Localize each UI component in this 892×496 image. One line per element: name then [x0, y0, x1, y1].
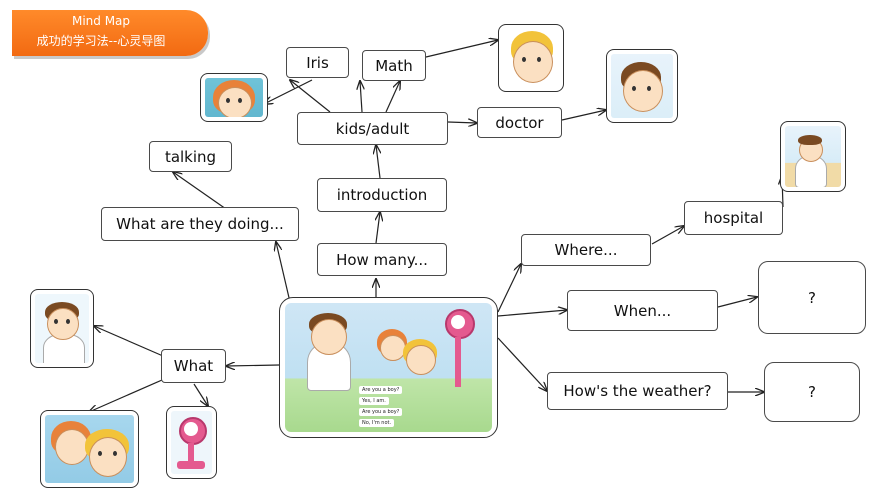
arrow-kids-iris — [290, 80, 331, 113]
title-banner: Mind Map 成功的学习法--心灵导图 — [12, 10, 208, 56]
node-introduction[interactable]: introduction — [317, 178, 447, 212]
banner-subtitle: 成功的学习法--心灵导图 — [36, 34, 166, 48]
node-iris[interactable]: Iris — [286, 47, 349, 78]
node-what[interactable]: What — [161, 349, 226, 383]
arrow-center-weather — [497, 337, 547, 391]
arrow-center-whatdoing — [276, 242, 291, 303]
arrow-math-blondboy — [425, 40, 498, 58]
banner-title: Mind Map — [71, 14, 131, 28]
dialogue-line-4: No, I'm not. — [359, 419, 395, 427]
dark-boy-portrait-image — [606, 49, 678, 123]
doctor-scene-image — [780, 121, 846, 192]
arrow-center-when — [497, 310, 567, 317]
node-question-when[interactable]: ? — [758, 261, 866, 334]
node-math[interactable]: Math — [362, 50, 426, 81]
arrow-iris-girl — [264, 79, 313, 104]
arrow-kids-math-a — [360, 81, 362, 113]
node-kids-adult[interactable]: kids/adult — [297, 112, 448, 145]
node-hospital[interactable]: hospital — [684, 201, 783, 235]
node-what-doing[interactable]: What are they doing... — [101, 207, 299, 241]
two-kids-portrait-image — [40, 410, 139, 488]
arrow-howmany-intro — [376, 212, 380, 244]
girl-portrait-image — [200, 73, 268, 122]
node-where[interactable]: Where... — [521, 234, 651, 266]
node-question-weather[interactable]: ? — [764, 362, 860, 422]
blond-boy-portrait-image — [498, 24, 564, 92]
doctor-portrait-image — [30, 289, 94, 368]
node-when[interactable]: When... — [567, 290, 718, 331]
center-classroom-image: Are you a boy? Yes, I am. Are you a boy?… — [279, 297, 498, 438]
node-doctor[interactable]: doctor — [477, 107, 562, 138]
arrow-what-doctor — [94, 326, 164, 357]
node-talking[interactable]: talking — [149, 141, 232, 172]
arrow-kids-doctor — [447, 122, 477, 123]
dialogue-line-1: Are you a boy? — [359, 386, 403, 394]
arrow-kids-math-b — [385, 81, 400, 113]
arrow-center-what — [226, 365, 280, 366]
node-weather[interactable]: How's the weather? — [547, 372, 728, 410]
arrow-where-hospital — [651, 226, 684, 245]
arrow-what-kids — [89, 379, 163, 412]
arrow-when-q1 — [717, 297, 757, 308]
dialogue-line-2: Yes, I am. — [359, 397, 389, 405]
arrow-intro-kids — [376, 145, 380, 179]
node-how-many[interactable]: How many... — [317, 243, 447, 276]
arrow-what-scale — [193, 383, 208, 406]
weighing-scale-image — [166, 406, 217, 479]
dialogue-line-3: Are you a boy? — [359, 408, 403, 416]
arrow-whatdoing-talking — [173, 172, 227, 210]
arrow-center-where — [497, 264, 521, 313]
arrow-doctor-darkboy — [561, 110, 606, 121]
